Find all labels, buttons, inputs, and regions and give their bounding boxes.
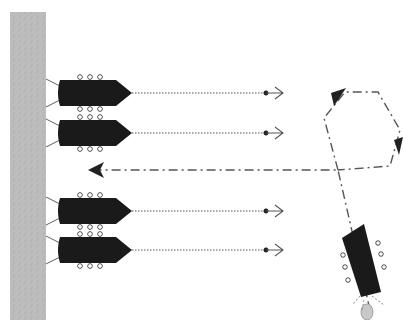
fender: [77, 106, 83, 112]
fender: [97, 263, 103, 269]
prop-wash: [360, 303, 374, 320]
hull: [58, 120, 132, 146]
hull: [58, 237, 132, 263]
course-path: [88, 88, 403, 311]
fender: [77, 74, 83, 80]
fender: [378, 251, 384, 257]
fender: [87, 192, 93, 198]
fender: [87, 146, 93, 152]
boat-2: [45, 114, 284, 152]
fender: [97, 146, 103, 152]
fender: [87, 263, 93, 269]
dash-dot-course-line: [92, 169, 371, 311]
maneuvering-hull: [342, 224, 381, 297]
fender: [342, 264, 348, 270]
maneuvering-boat: [340, 224, 387, 320]
maneuvering-fenders: [340, 240, 387, 283]
fender: [97, 114, 103, 120]
fender: [97, 192, 103, 198]
fender: [87, 231, 93, 237]
open-arrowhead-icon: [274, 243, 284, 257]
quay-wall: [10, 12, 46, 320]
fender: [87, 106, 93, 112]
fender: [87, 224, 93, 230]
fender: [77, 114, 83, 120]
boat-4: [45, 231, 284, 269]
fender: [77, 146, 83, 152]
fender: [77, 231, 83, 237]
fender: [87, 74, 93, 80]
fender: [97, 224, 103, 230]
turn-arrow-right: [394, 137, 403, 155]
fender: [340, 252, 346, 258]
fender: [97, 74, 103, 80]
fender: [77, 224, 83, 230]
fender: [77, 192, 83, 198]
boat-1: [45, 74, 284, 112]
open-arrowhead-icon: [274, 86, 284, 100]
open-arrowhead-icon: [274, 204, 284, 218]
fender: [97, 231, 103, 237]
fender: [345, 277, 351, 283]
fender: [375, 240, 381, 246]
dash-dot-turn-loop: [323, 91, 401, 171]
turn-arrow: [331, 88, 346, 106]
hull: [58, 198, 132, 224]
moored-boats: [45, 74, 284, 269]
fender: [77, 263, 83, 269]
fender: [87, 114, 93, 120]
boat-3: [45, 192, 284, 230]
fender: [97, 106, 103, 112]
fender: [381, 264, 387, 270]
direction-arrow: [88, 162, 104, 178]
hull: [58, 80, 132, 106]
prop-wash-lines: [351, 295, 385, 311]
open-arrowhead-icon: [274, 126, 284, 140]
